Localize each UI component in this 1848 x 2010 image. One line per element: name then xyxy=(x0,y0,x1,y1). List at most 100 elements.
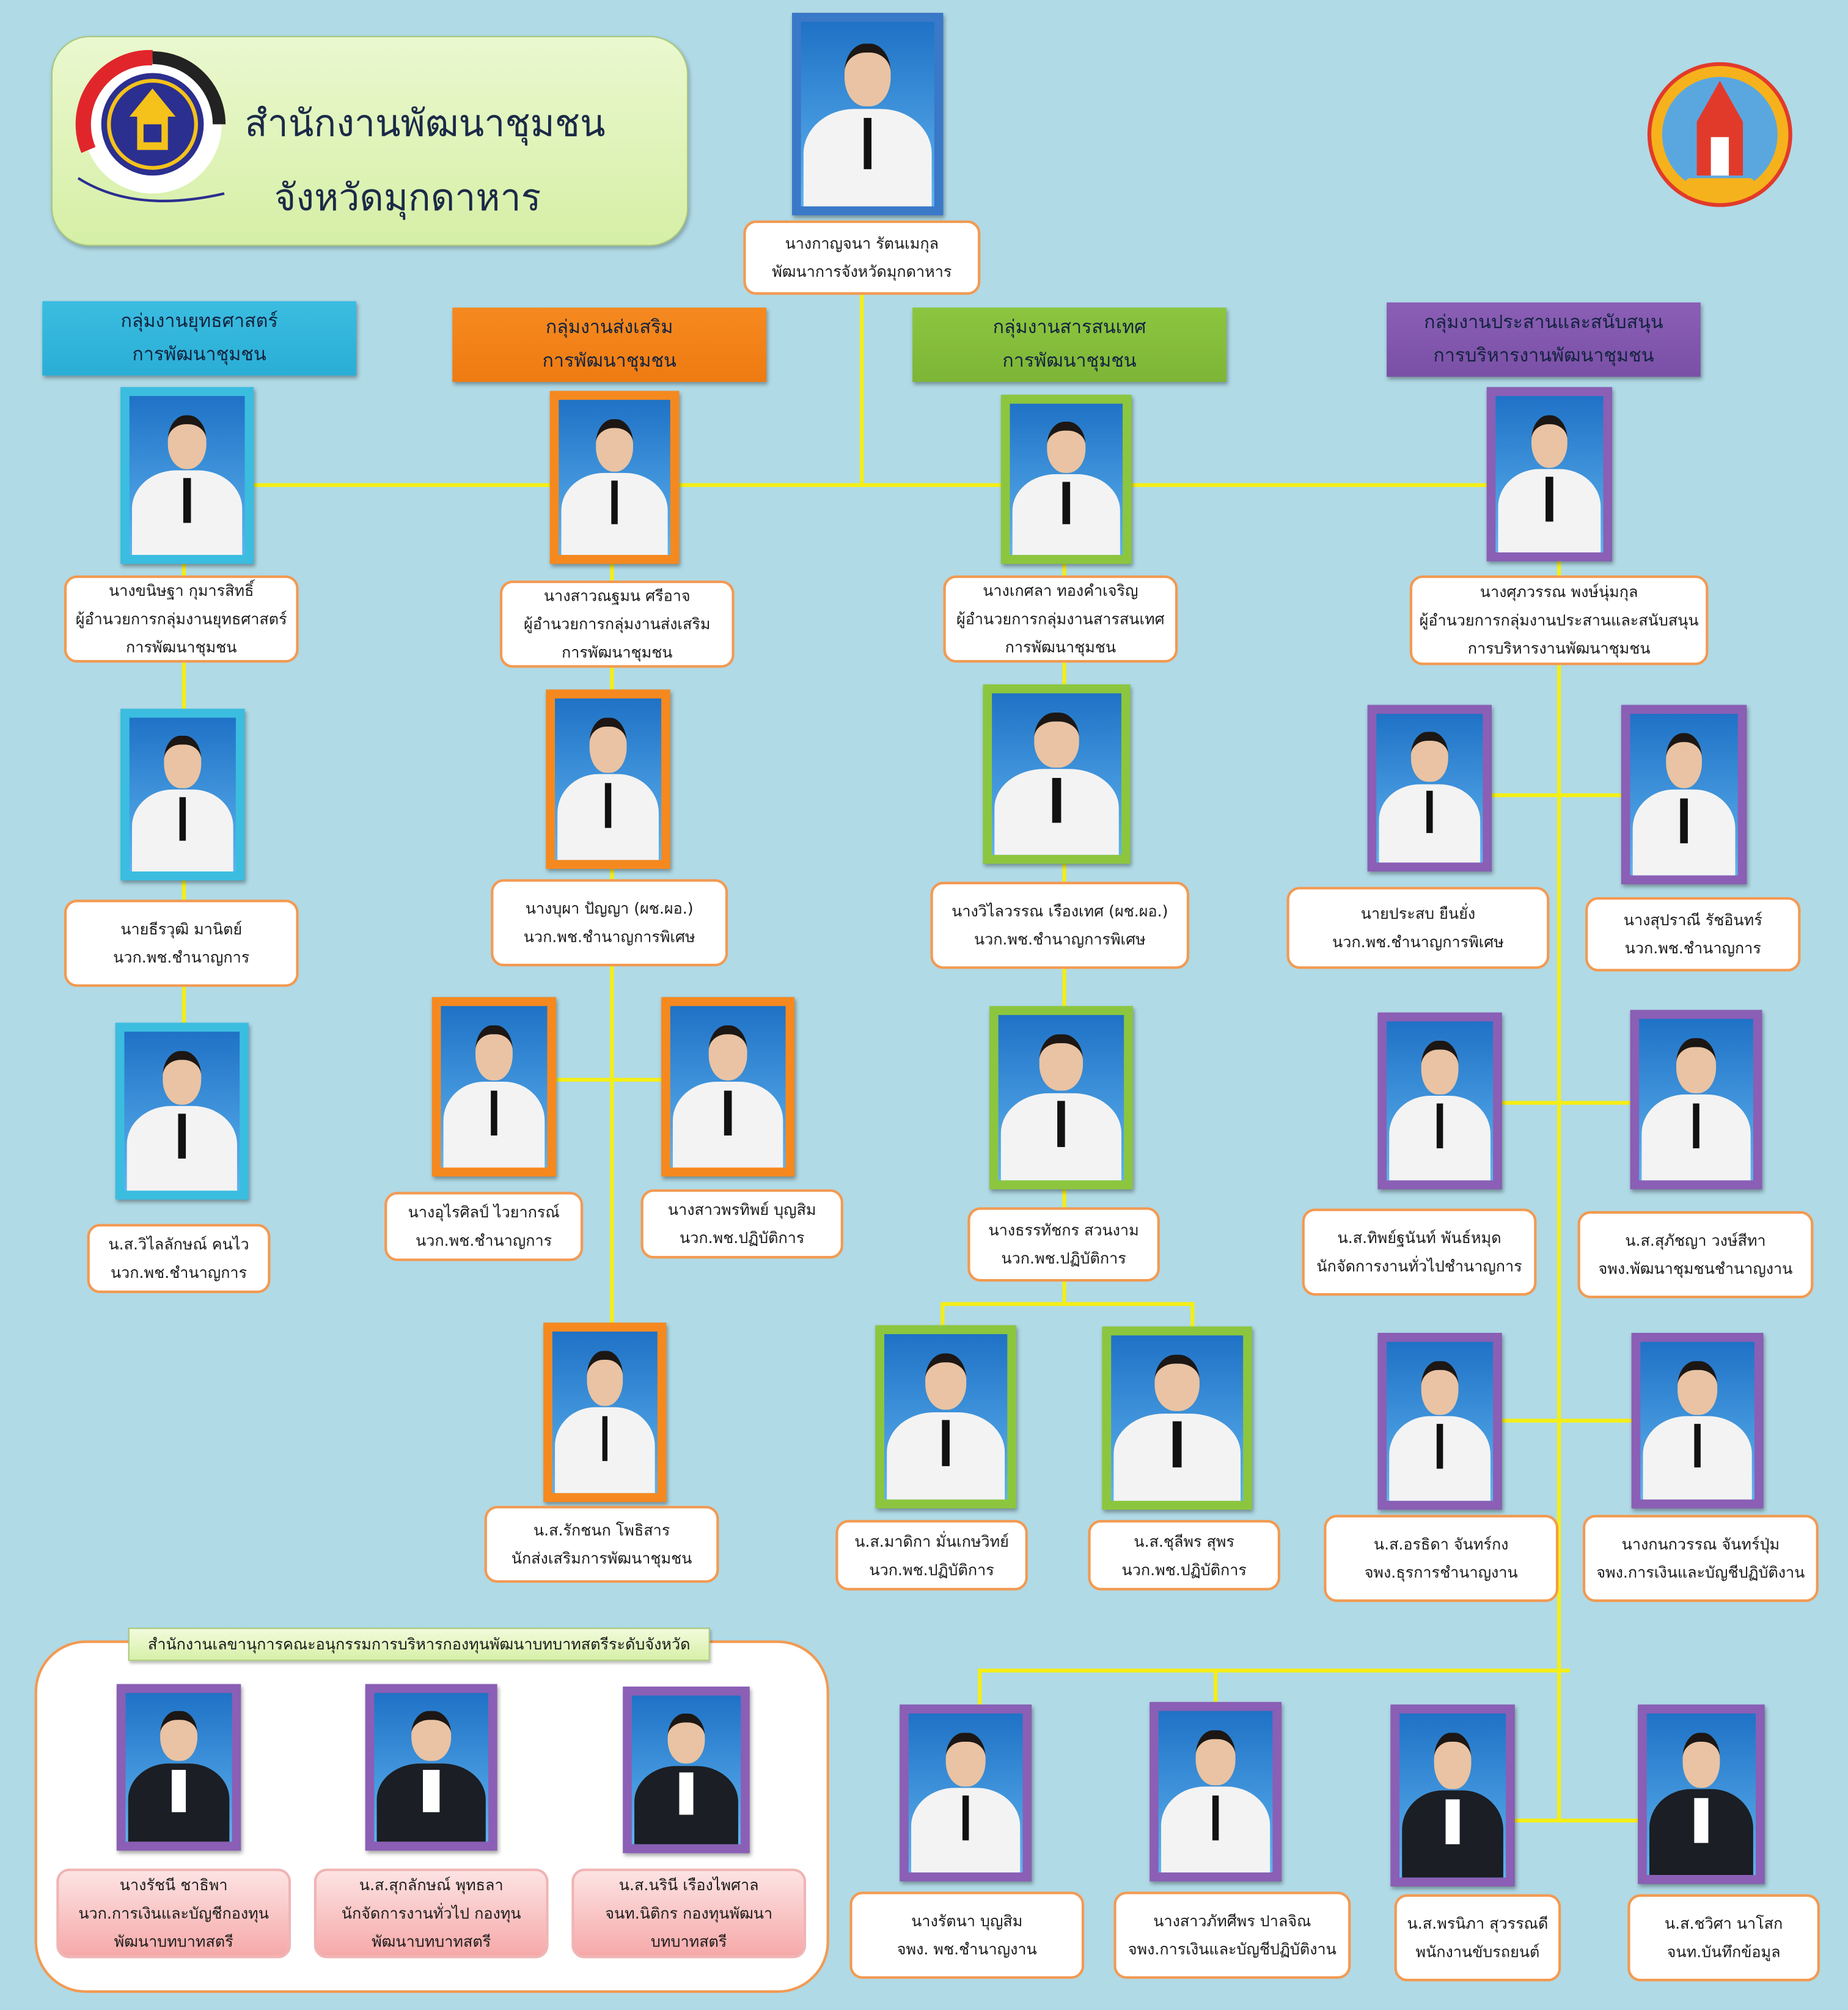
face-shape xyxy=(1040,1035,1083,1091)
portrait-image xyxy=(124,1032,240,1191)
tie-shape xyxy=(962,1796,969,1841)
person-photo xyxy=(875,1325,1017,1509)
person-name: นางกาญจนา รัตนเมกุล xyxy=(785,234,939,253)
connector-line xyxy=(610,868,614,879)
person-position: ผู้อำนวยการกลุ่มงานยุทธศาสตร์ xyxy=(75,610,287,628)
person-position: การพัฒนาชุมชน xyxy=(125,638,237,656)
person-position: บทบาทสตรี xyxy=(650,1932,727,1951)
face-shape xyxy=(162,1051,202,1105)
person-position: นวก.พช.ชำนาญการพิเศษ xyxy=(1332,933,1504,952)
person-label: นางธรรทัชกร สวนงามนวก.พช.ปฏิบัติการ xyxy=(967,1207,1160,1282)
person-photo xyxy=(1377,1332,1502,1510)
person-position: นักจัดการงานทั่วไป กองทุน xyxy=(341,1904,521,1923)
face-shape xyxy=(1421,1360,1458,1415)
person-label: นางสาวภัทศีพร ปาลจิณจพง.การเงินและบัญชีป… xyxy=(1113,1891,1351,1979)
person-label: น.ส.สุภัชญา วงษ์สีทาจพง.พัฒนาชุมชนชำนาญง… xyxy=(1577,1211,1814,1299)
person-photo xyxy=(983,684,1131,864)
person-position: นวก.พช.ปฏิบัติการ xyxy=(1121,1560,1247,1579)
person-position: นวก.พช.ปฏิบัติการ xyxy=(1001,1249,1126,1268)
connector-line xyxy=(1514,1818,1638,1823)
portrait-image xyxy=(559,400,670,556)
person-photo xyxy=(543,1322,667,1502)
person-label: น.ส.นรินี เรืองไพศาลจนท.นิติกร กองทุนพัฒ… xyxy=(571,1868,807,1959)
connector-line xyxy=(1502,1418,1632,1423)
connector-line xyxy=(182,880,186,900)
face-shape xyxy=(1154,1355,1200,1412)
connector-line xyxy=(1190,1302,1195,1327)
person-position: พัฒนาบทบาทสตรี xyxy=(114,1932,233,1951)
face-shape xyxy=(925,1354,967,1410)
connector-line xyxy=(254,483,1487,487)
portrait-image xyxy=(441,1006,548,1168)
portrait-image xyxy=(1158,1711,1273,1872)
group-header-promotion: กลุ่มงานส่งเสริมการพัฒนาชุมชน xyxy=(452,307,767,382)
tie-shape xyxy=(724,1090,732,1135)
person-name: นางศุภวรรณ พงษ์นุ่มกุล xyxy=(1480,583,1638,601)
tie-shape xyxy=(1546,477,1553,521)
face-shape xyxy=(1434,1733,1471,1789)
person-photo xyxy=(546,689,670,869)
connector-line xyxy=(1062,864,1066,882)
person-name: นางสาวณฐมน ศรีอาจ xyxy=(543,587,691,605)
person-name: นายประสบ ยืนยั่ง xyxy=(1360,904,1476,923)
tie-shape xyxy=(1426,791,1433,833)
face-shape xyxy=(1035,713,1079,768)
person-photo xyxy=(1102,1326,1252,1510)
group-header-line: กลุ่มงานประสานและสนับสนุน xyxy=(1424,312,1663,334)
person-photo xyxy=(116,1684,241,1851)
face-shape xyxy=(1682,1733,1720,1788)
person-name: นางบุผา ปัญญา (ผช.ผอ.) xyxy=(525,900,694,918)
person-name: นางอุไรศิลป์ ไวยากรณ์ xyxy=(408,1203,560,1222)
title-line-1: สำนักงานพัฒนาชุมชน xyxy=(244,101,606,145)
portrait-image xyxy=(631,1695,741,1844)
connector-line xyxy=(941,1302,945,1326)
connector-line xyxy=(1062,1282,1066,1302)
face-shape xyxy=(160,1711,197,1762)
tie-shape xyxy=(179,798,186,841)
face-shape xyxy=(1196,1730,1235,1786)
person-label: นางสาวพรทิพย์ บุญสิมนวก.พช.ปฏิบัติการ xyxy=(640,1189,843,1259)
person-name: นางขนิษฐา กุมารสิทธิ์ xyxy=(109,582,254,600)
person-name: น.ส.สุกลักษณ์ พุทธลา xyxy=(359,1876,504,1894)
group-header-line: กลุ่มงานยุทธศาสตร์ xyxy=(120,311,278,332)
person-label: น.ส.รักชนก โพธิสารนักส่งเสริมการพัฒนาชุม… xyxy=(484,1506,719,1583)
person-name: นายธีรวุฒิ มานิตย์ xyxy=(120,920,243,939)
portrait-image xyxy=(552,1331,658,1494)
person-position: นวก.พช.ชำนาญการพิเศษ xyxy=(974,930,1146,948)
tie-shape xyxy=(1436,1104,1443,1149)
portrait-image xyxy=(998,1014,1124,1181)
tie-shape xyxy=(678,1772,694,1815)
group-header-line: การพัฒนาชุมชน xyxy=(542,351,676,372)
connector-line xyxy=(978,1668,1570,1673)
person-label: น.ส.สุกลักษณ์ พุทธลานักจัดการงานทั่วไป ก… xyxy=(314,1868,549,1959)
tie-shape xyxy=(942,1420,950,1467)
person-position: ผู้อำนวยการกลุ่มงานประสานและสนับสนุน xyxy=(1419,611,1699,629)
person-position: จพง.การเงินและบัญชีปฏิบัติงาน xyxy=(1128,1940,1336,1959)
portrait-image xyxy=(1640,1341,1755,1500)
connector-line xyxy=(1062,563,1066,577)
person-label: นางขนิษฐา กุมารสิทธิ์ผู้อำนวยการกลุ่มงาน… xyxy=(64,575,299,663)
person-photo xyxy=(661,997,795,1177)
person-label: นางวิไลวรรณ เรืองเทศ (ผช.ผอ.)นวก.พช.ชำนา… xyxy=(930,881,1190,969)
connector-line xyxy=(182,662,186,709)
tie-shape xyxy=(604,782,612,828)
tie-shape xyxy=(1694,1423,1701,1468)
portrait-image xyxy=(1639,1019,1753,1181)
person-label: นายประสบ ยืนยั่งนวก.พช.ชำนาญการพิเศษ xyxy=(1286,887,1550,969)
person-photo xyxy=(431,997,557,1177)
person-position: การพัฒนาชุมชน xyxy=(561,643,673,662)
person-position: พัฒนาการจังหวัดมุกดาหาร xyxy=(772,262,952,281)
person-position: นวก.พช.ปฏิบัติการ xyxy=(680,1229,805,1247)
person-position: นวก.การเงินและบัญชีกองทุน xyxy=(78,1904,269,1923)
person-position: พนักงานขับรถยนต์ xyxy=(1415,1943,1540,1961)
person-photo xyxy=(900,1704,1032,1882)
tie-shape xyxy=(1052,777,1061,823)
person-position: จนท.บันทึกข้อมูล xyxy=(1667,1943,1781,1961)
connector-line xyxy=(1557,561,1561,576)
portrait-image xyxy=(992,693,1121,855)
person-position: จพง.ธุรการชำนาญงาน xyxy=(1364,1563,1518,1582)
person-label: น.ส.ชวิศา นาโสกจนท.บันทึกข้อมูล xyxy=(1627,1894,1820,1982)
face-shape xyxy=(845,43,890,107)
person-name: น.ส.ชวิศา นาโสก xyxy=(1664,1915,1783,1933)
